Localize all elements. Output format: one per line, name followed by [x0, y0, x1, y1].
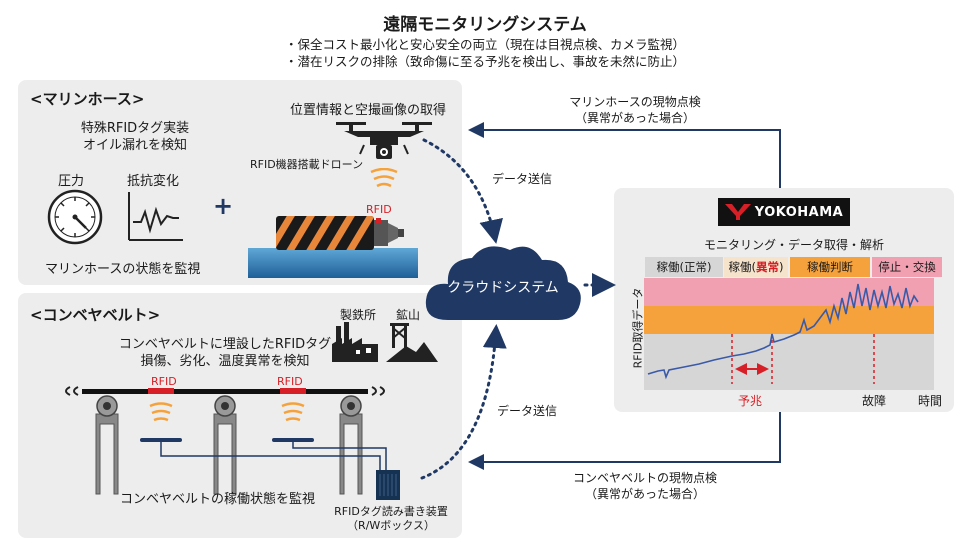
- plus-sign: +: [213, 192, 234, 220]
- conveyor-inspection-line1: コンベヤベルトの現物点検: [572, 471, 717, 485]
- monitoring-caption: モニタリング・データ取得・解析: [704, 238, 885, 252]
- pressure-label: 圧力: [58, 174, 85, 189]
- mine-icon: [386, 323, 438, 362]
- marine-inspection-line1: マリンホースの現物点検: [569, 95, 701, 109]
- conveyor-belt-heading: <コンベヤベルト>: [30, 306, 161, 324]
- rw-box-label: RFIDタグ読み書き装置 （R/Wボックス）: [326, 505, 456, 533]
- belt-rfid-tag-1: RFID: [151, 375, 177, 388]
- data-send-top-label: データ送信: [492, 172, 553, 186]
- conveyor-belt-illustration: [65, 386, 400, 500]
- marine-monitor-label: マリンホースの状態を監視: [45, 262, 201, 277]
- steel-mill-label: 製鉄所: [340, 308, 377, 322]
- pressure-gauge-icon: [47, 189, 103, 245]
- time-label: 時間: [918, 394, 943, 408]
- resistance-graph-icon: [128, 192, 183, 241]
- page-title: 遠隔モニタリングシステム: [383, 15, 587, 35]
- marine-hose-illustration: [248, 216, 418, 278]
- phase-normal: 稼働(正常): [645, 257, 723, 277]
- conveyor-monitor-label: コンベヤベルトの稼働状態を監視: [120, 492, 316, 507]
- rw-box-line1: RFIDタグ読み書き装置: [334, 505, 448, 518]
- bullet-list: ・保全コスト最小化と安心安全の両立（現在は目視点検、カメラ監視） ・潜在リスクの…: [0, 36, 970, 70]
- conveyor-inspection-label: コンベヤベルトの現物点検 （異常があった場合）: [540, 470, 750, 502]
- drone-signal-icon: [370, 168, 398, 188]
- marine-inspection-line2: （異常があった場合）: [574, 111, 695, 125]
- belt-rfid-tag-2: RFID: [277, 375, 303, 388]
- marine-tag-line1: 特殊RFIDタグ実装: [80, 121, 190, 136]
- conveyor-text-line1: コンベヤベルトに埋設したRFIDタグ: [118, 337, 332, 352]
- resistance-label: 抵抗変化: [127, 174, 180, 189]
- phase-judgment: 稼働判断: [790, 257, 870, 277]
- bullet-item: ・保全コスト最小化と安心安全の両立（現在は目視点検、カメラ監視）: [284, 37, 685, 52]
- data-send-bottom-label: データ送信: [497, 404, 558, 418]
- cloud-system-label: クラウドシステム: [447, 280, 559, 296]
- marine-tag-text: 特殊RFIDタグ実装 オイル漏れを検知: [50, 120, 220, 154]
- conveyor-text-line2: 損傷、劣化、温度異常を検知: [140, 354, 310, 369]
- phase-abnormal: 稼働(異常): [724, 257, 788, 277]
- conveyor-inspection-line2: （異常があった場合）: [584, 487, 705, 501]
- sign-label: 予兆: [738, 394, 763, 408]
- yokohama-mark-icon: [724, 204, 751, 220]
- cloud-icon[interactable]: [420, 238, 586, 330]
- drone-label: RFID機器搭載ドローン: [250, 158, 364, 171]
- conveyor-rfid-text: コンベヤベルトに埋設したRFIDタグ 損傷、劣化、温度異常を検知: [110, 336, 340, 370]
- mine-label: 鉱山: [396, 308, 421, 322]
- yokohama-logo-text: YOKOHAMA: [754, 204, 844, 220]
- marine-hose-heading: <マリンホース>: [30, 90, 145, 108]
- marine-tag-line2: オイル漏れを検知: [82, 138, 187, 153]
- rfid-data-chart: [644, 278, 934, 390]
- steel-mill-icon: [332, 322, 378, 362]
- yokohama-logo: YOKOHAMA: [718, 198, 850, 226]
- phase-stop-replace: 停止・交換: [872, 257, 942, 277]
- marine-inspection-label: マリンホースの現物点検 （異常があった場合）: [540, 94, 730, 126]
- rw-box-line2: （R/Wボックス）: [347, 519, 435, 532]
- drone-caption: 位置情報と空撮画像の取得: [290, 103, 447, 118]
- hose-rfid-tag: RFID: [366, 203, 392, 216]
- chart-y-label: RFID取得データ: [631, 287, 645, 369]
- bullet-item: ・潜在リスクの排除（致命傷に至る予兆を検出し、事故を未然に防止）: [284, 54, 685, 69]
- drone-icon: [336, 122, 432, 159]
- failure-label: 故障: [862, 394, 887, 408]
